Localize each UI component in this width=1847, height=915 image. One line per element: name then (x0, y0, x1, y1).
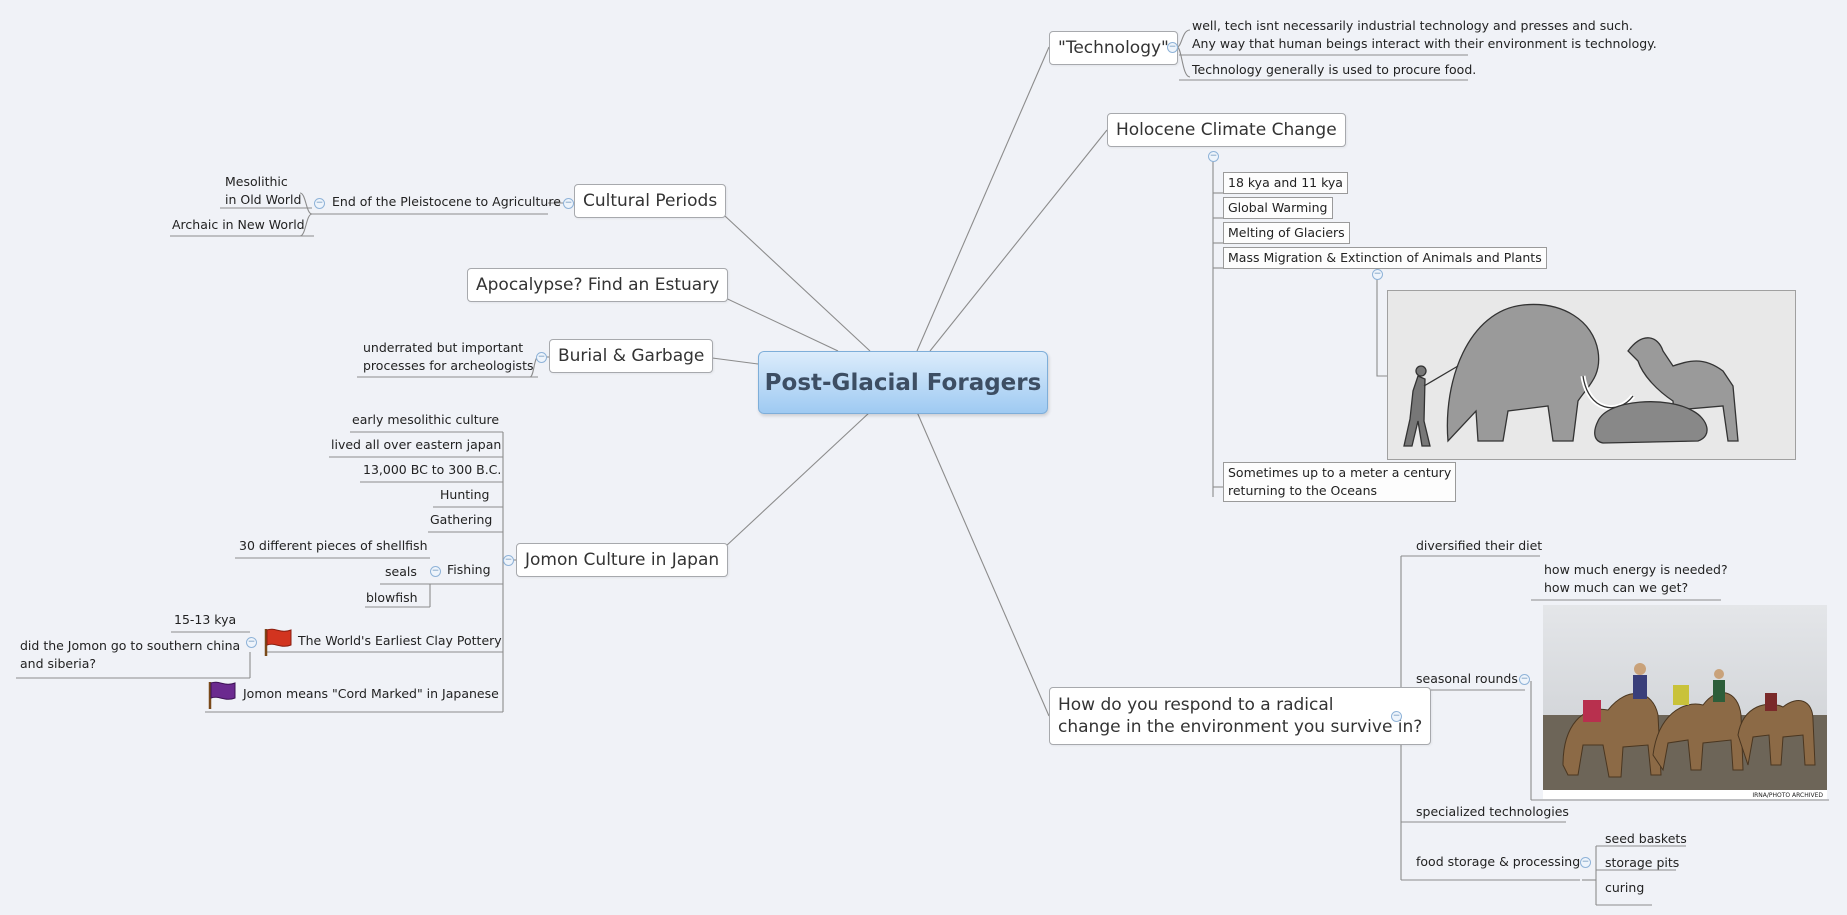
camel-caravan-drawing: IRNA/PHOTO ARCHIVED (1543, 605, 1827, 799)
storage-item[interactable]: storage pits (1605, 855, 1680, 870)
rounds-question: how much energy is needed? how much can … (1544, 561, 1728, 597)
storage-item[interactable]: seed baskets (1605, 831, 1687, 846)
topic-jomon-culture[interactable]: Jomon Culture in Japan (516, 543, 729, 577)
pottery-question-line-2: and siberia? (20, 656, 97, 671)
fishing-item[interactable]: seals (385, 564, 417, 579)
jomon-cord-marked[interactable]: Jomon means "Cord Marked" in Japanese (243, 686, 499, 701)
holocene-item-sea-level[interactable]: Sometimes up to a meter a century return… (1223, 462, 1457, 502)
technology-note-food: Technology generally is used to procure … (1192, 62, 1477, 77)
jomon-item[interactable]: Gathering (430, 512, 493, 527)
respond-food-storage[interactable]: food storage & processing (1416, 854, 1581, 869)
pottery-item[interactable]: 15-13 kya (174, 612, 237, 627)
respond-seasonal-rounds[interactable]: seasonal rounds (1416, 671, 1518, 686)
respond-line-2: change in the environment you survive in… (1058, 717, 1423, 737)
collapse-icon[interactable]: − (536, 352, 547, 363)
collapse-icon[interactable]: − (1519, 674, 1530, 685)
collapse-icon[interactable]: − (1391, 711, 1402, 722)
fishing-item[interactable]: blowfish (366, 590, 418, 605)
megafauna-drawing (1388, 291, 1795, 459)
jomon-pottery[interactable]: The World's Earliest Clay Pottery (298, 633, 502, 648)
burial-note: underrated but important processes for a… (363, 339, 533, 375)
collapse-icon[interactable]: − (563, 198, 574, 209)
topic-technology[interactable]: "Technology" (1049, 31, 1178, 65)
pottery-question-line-1: did the Jomon go to southern china (20, 638, 241, 653)
cultural-mesolithic[interactable]: Mesolithic in Old World (225, 173, 301, 209)
respond-line-1: How do you respond to a radical (1058, 695, 1334, 715)
technology-note-line-1: well, tech isnt necessarily industrial t… (1192, 18, 1633, 33)
topic-respond[interactable]: How do you respond to a radical change i… (1049, 687, 1432, 745)
jomon-item[interactable]: lived all over eastern japan (331, 437, 502, 452)
collapse-icon[interactable]: − (430, 566, 441, 577)
collapse-icon[interactable]: − (503, 555, 514, 566)
jomon-item[interactable]: 13,000 BC to 300 B.C. (363, 462, 502, 477)
fishing-item[interactable]: 30 different pieces of shellfish (239, 538, 428, 553)
holocene-item[interactable]: Global Warming (1223, 197, 1333, 219)
collapse-icon[interactable]: − (246, 637, 257, 648)
sea-level-line-2: returning to the Oceans (1228, 483, 1378, 498)
cultural-archaic[interactable]: Archaic in New World (172, 217, 305, 232)
respond-specialized-tech[interactable]: specialized technologies (1416, 804, 1569, 819)
technology-note: well, tech isnt necessarily industrial t… (1192, 17, 1657, 53)
burial-note-line-2: processes for archeologists (363, 358, 534, 373)
holocene-item[interactable]: Melting of Glaciers (1223, 222, 1350, 244)
collapse-icon[interactable]: − (1208, 151, 1219, 162)
rounds-question-line-1: how much energy is needed? (1544, 562, 1728, 577)
mesolithic-line-2: in Old World (225, 192, 302, 207)
jomon-item[interactable]: early mesolithic culture (352, 412, 500, 427)
camel-caravan-photo: IRNA/PHOTO ARCHIVED (1543, 605, 1827, 799)
pottery-question[interactable]: did the Jomon go to southern china and s… (20, 637, 240, 673)
photo-credit: IRNA/PHOTO ARCHIVED (1752, 792, 1823, 799)
holocene-item[interactable]: 18 kya and 11 kya (1223, 172, 1348, 194)
mesolithic-line-1: Mesolithic (225, 174, 288, 189)
megafauna-illustration (1387, 290, 1796, 460)
purple-flag-icon (208, 681, 236, 709)
burial-note-line-1: underrated but important (363, 340, 524, 355)
topic-apocalypse[interactable]: Apocalypse? Find an Estuary (467, 268, 729, 302)
topic-holocene[interactable]: Holocene Climate Change (1107, 113, 1346, 147)
technology-note-line-2: Any way that human beings interact with … (1192, 36, 1657, 51)
collapse-icon[interactable]: − (1167, 42, 1178, 53)
collapse-icon[interactable]: − (1580, 857, 1591, 868)
storage-item[interactable]: curing (1605, 880, 1645, 895)
respond-diet[interactable]: diversified their diet (1416, 538, 1543, 553)
collapse-icon[interactable]: − (1372, 269, 1383, 280)
topic-burial-garbage[interactable]: Burial & Garbage (549, 339, 714, 373)
cultural-child[interactable]: End of the Pleistocene to Agriculture (332, 194, 561, 209)
sea-level-line-1: Sometimes up to a meter a century (1228, 465, 1452, 480)
topic-cultural-periods[interactable]: Cultural Periods (574, 184, 727, 218)
rounds-question-line-2: how much can we get? (1544, 580, 1689, 595)
central-topic[interactable]: Post-Glacial Foragers (758, 351, 1048, 414)
holocene-item-migration[interactable]: Mass Migration & Extinction of Animals a… (1223, 247, 1547, 269)
jomon-item[interactable]: Hunting (440, 487, 490, 502)
red-flag-icon (264, 628, 292, 656)
jomon-fishing[interactable]: Fishing (447, 562, 491, 577)
collapse-icon[interactable]: − (314, 198, 325, 209)
